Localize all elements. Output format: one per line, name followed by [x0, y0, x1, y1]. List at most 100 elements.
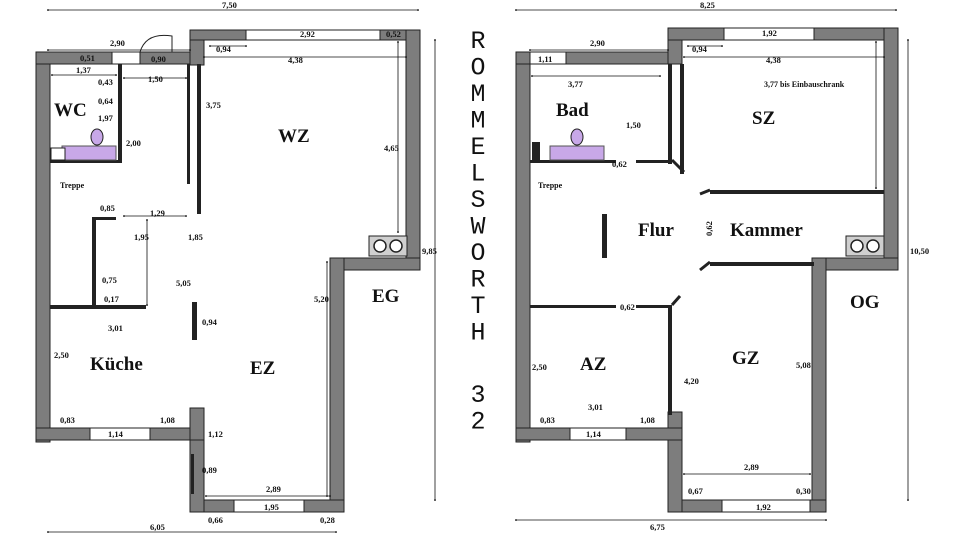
dimension-label: 0,94: [216, 44, 232, 54]
og-door-jambs: [670, 158, 711, 306]
dimension-label: 2,90: [590, 38, 605, 48]
dimension-label-vertical: 0,62: [704, 221, 714, 236]
dimension-label: 1,50: [626, 120, 641, 130]
dimension-label: 0,52: [386, 29, 401, 39]
dimension-label: 2,00: [126, 138, 141, 148]
dimension-label: 1,14: [586, 429, 602, 439]
title-letter: 3: [470, 381, 485, 410]
dimension-label: 2,90: [110, 38, 125, 48]
dimension-label: 1,29: [150, 208, 165, 218]
title-letter: E: [470, 133, 485, 162]
dimension-label: 3,01: [588, 402, 603, 412]
title-letter: H: [470, 319, 485, 348]
dimension-label: 1,12: [208, 429, 223, 439]
dimension-label: 0,89: [202, 465, 217, 475]
dimension-label: 3,75: [206, 100, 221, 110]
dimension-label: 0,94: [202, 317, 218, 327]
dimension-label: 0,83: [60, 415, 75, 425]
room-label: WZ: [278, 126, 310, 147]
room-label: Flur: [638, 220, 674, 241]
room-label: GZ: [732, 348, 759, 369]
dimension-label: 1,85: [188, 232, 203, 242]
dimension-label: 0,94: [692, 44, 708, 54]
dimension-label: 1,50: [148, 74, 163, 84]
dimension-label: 1,08: [640, 415, 655, 425]
dimension-label: 5,20: [314, 294, 329, 304]
title-letter: 2: [470, 408, 485, 437]
og-floor-plan: Bad SZ Flur Kammer AZ GZ Treppe 3,77 bis…: [515, 0, 929, 532]
dimension-label: 0,17: [104, 294, 120, 304]
title-letter: O: [470, 239, 485, 268]
title-letter: M: [470, 80, 485, 109]
dimension-label: 6,75: [650, 522, 665, 532]
dimension-label: 0,43: [98, 77, 113, 87]
room-label: AZ: [580, 354, 606, 375]
dimension-label: 2,50: [532, 362, 547, 372]
eg-floor-plan: WC WZ Küche EZ Treppe EG 7,50 2,90 0,94 …: [35, 0, 437, 533]
title-letter: R: [470, 27, 485, 56]
dimension-label: 0,75: [102, 275, 117, 285]
dimension-label: 0,64: [98, 96, 114, 106]
dimension-label: 2,89: [266, 484, 281, 494]
room-label: SZ: [752, 108, 775, 129]
dimension-label: 1,95: [134, 232, 149, 242]
title-letter: O: [470, 54, 485, 83]
room-label: WC: [54, 100, 87, 121]
dimension-label: 5,08: [796, 360, 811, 370]
stairs-label: Treppe: [538, 181, 563, 190]
title-letter: T: [470, 292, 485, 321]
dimension-label: 1,95: [264, 502, 279, 512]
og-windows: [529, 27, 815, 513]
dimension-label: 1,37: [76, 65, 92, 75]
dimension-label: 4,38: [288, 55, 303, 65]
dimension-label: 4,38: [766, 55, 781, 65]
dimension-label: 2,89: [744, 462, 759, 472]
eg-dimension-texts: 7,50 2,90 0,94 2,92 0,52 0,51 0,90 4,38 …: [54, 0, 437, 532]
dimension-label: 5,05: [176, 278, 191, 288]
og-stove: [845, 235, 885, 257]
dimension-label: 0,83: [540, 415, 555, 425]
dimension-label: 0,62: [612, 159, 627, 169]
room-label: Kammer: [730, 220, 803, 241]
dimension-label: 1,97: [98, 113, 114, 123]
eg-wc-fixtures: [50, 128, 117, 161]
note-label: 3,77 bis Einbauschrank: [764, 80, 845, 89]
dimension-label: 2,92: [300, 29, 315, 39]
room-label: Küche: [90, 354, 143, 375]
dimension-label: 1,11: [538, 54, 552, 64]
stairs-label: Treppe: [60, 181, 85, 190]
title-letter: L: [470, 160, 485, 189]
eg-dimension-lines: [47, 9, 436, 533]
dimension-label: 9,85: [422, 246, 437, 256]
og-room-labels: Bad SZ Flur Kammer AZ GZ Treppe 3,77 bis…: [538, 80, 880, 375]
dimension-label: 4,20: [684, 376, 699, 386]
title-letter: W: [470, 213, 485, 242]
dimension-label: 0,66: [208, 515, 223, 525]
dimension-label: 0,28: [320, 515, 335, 525]
dimension-label: 0,62: [620, 302, 635, 312]
og-dimension-lines: [515, 9, 909, 521]
eg-door-arc: [139, 34, 173, 53]
og-bath-fixtures: [549, 128, 605, 161]
dimension-label: 0,67: [688, 486, 704, 496]
eg-windows: [89, 29, 381, 513]
dimension-label: 1,92: [756, 502, 771, 512]
eg-room-labels: WC WZ Küche EZ Treppe EG: [54, 100, 400, 379]
eg-stove: [368, 235, 408, 257]
dimension-label: 0,85: [100, 203, 115, 213]
eg-inner-walls: [50, 64, 201, 494]
title-letter: S: [470, 186, 485, 215]
dimension-label: 1,14: [108, 429, 124, 439]
dimension-label: 10,50: [910, 246, 929, 256]
dimension-label: 8,25: [700, 0, 715, 10]
floor-label-eg: EG: [372, 286, 400, 307]
dimension-label: 3,01: [108, 323, 123, 333]
dimension-label: 1,08: [160, 415, 175, 425]
dimension-label: 0,51: [80, 53, 95, 63]
dimension-label: 3,77: [568, 79, 584, 89]
room-label: EZ: [250, 358, 275, 379]
og-inner-walls: [530, 64, 884, 415]
dimension-label: 1,92: [762, 28, 777, 38]
title-letter: M: [470, 107, 485, 136]
